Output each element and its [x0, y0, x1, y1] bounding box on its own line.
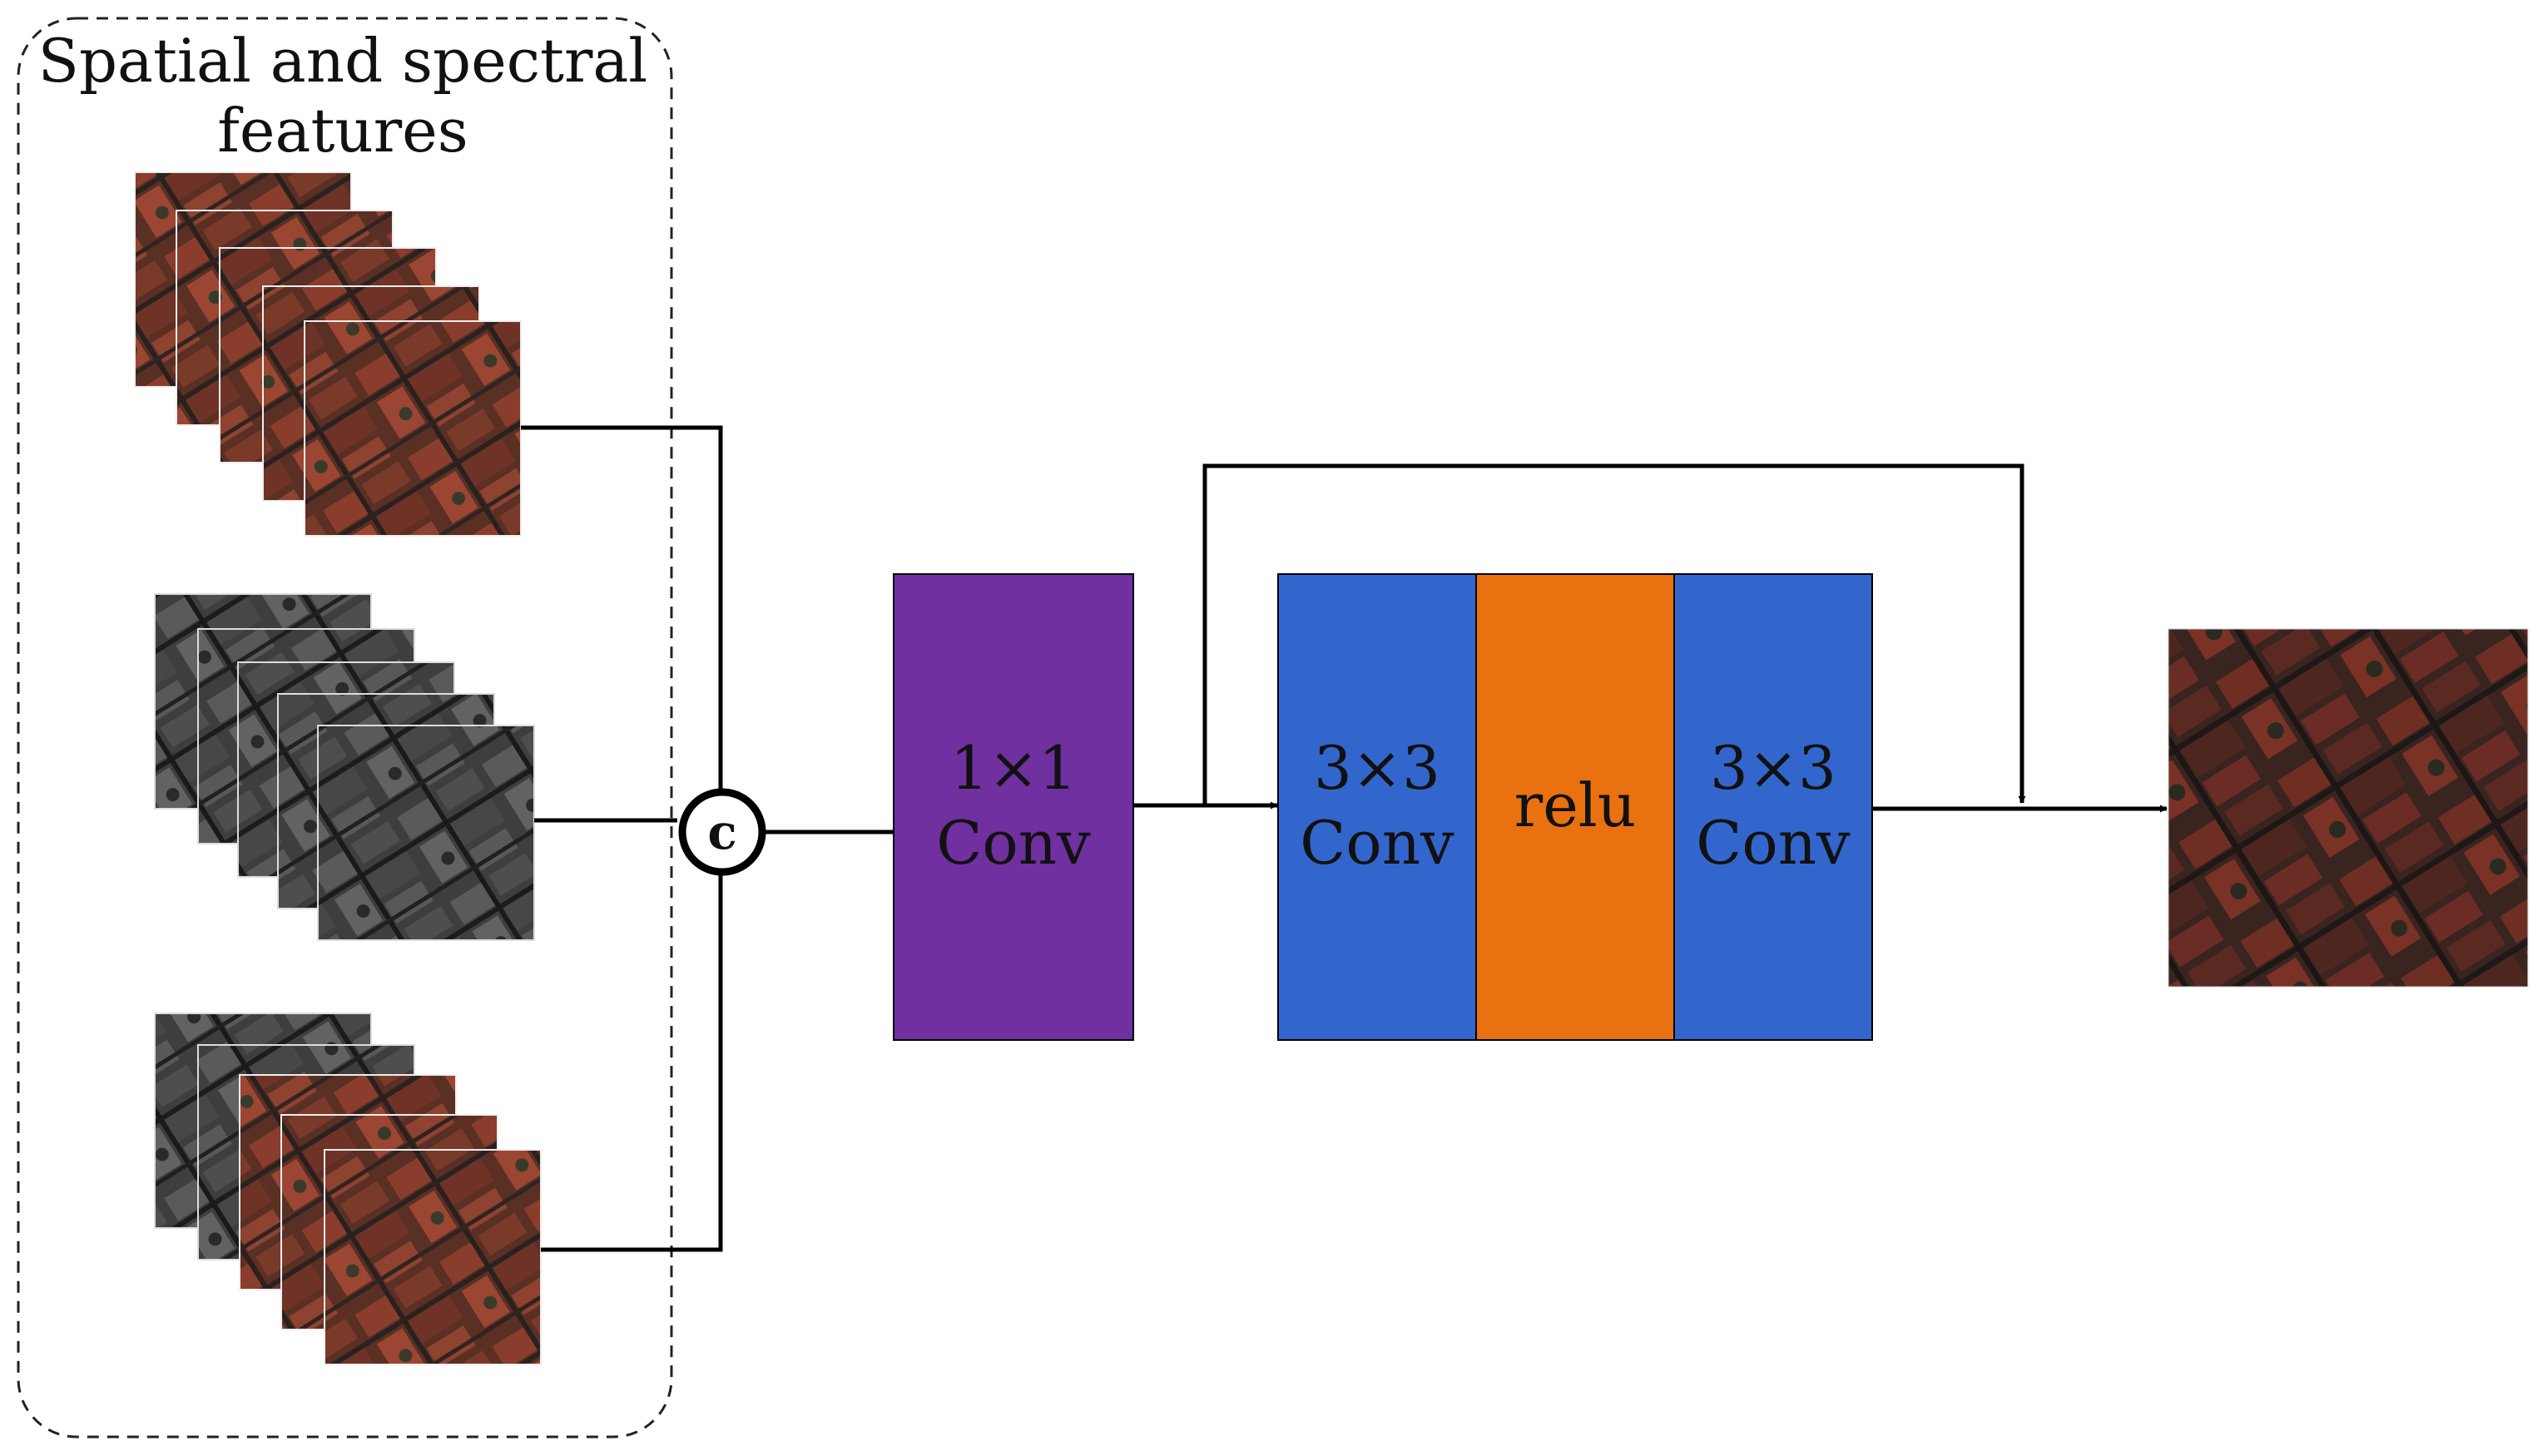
spatial-feature-stack	[154, 593, 535, 941]
conv3x3-block-second: 3×3 Conv	[1673, 573, 1873, 1041]
spectral-feature-stack	[134, 171, 522, 537]
concat-node: c	[678, 788, 766, 876]
concat-connectors	[521, 425, 723, 1252]
relu-label: relu	[1514, 770, 1636, 840]
conv3x3-second-label-line2: Conv	[1696, 808, 1851, 878]
conv3x3-block-first: 3×3 Conv	[1277, 573, 1477, 1041]
conv1x1-block: 1×1 Conv	[893, 573, 1134, 1041]
conv3x3-second-label-line1: 3×3	[1710, 733, 1836, 803]
group-title-line1: Spatial and spectral	[38, 26, 648, 96]
output-image	[2168, 628, 2529, 988]
skip-connection-line	[1202, 463, 2026, 805]
feature-group-box	[17, 17, 673, 1439]
conv3x3-first-label-line2: Conv	[1300, 808, 1454, 878]
conv3x3-first-label-line1: 3×3	[1314, 733, 1440, 803]
concat-symbol: c	[707, 804, 736, 860]
relu-block: relu	[1475, 573, 1675, 1041]
conv1x1-label-line1: 1×1	[950, 733, 1077, 803]
combined-feature-stack	[154, 1013, 542, 1365]
conv1x1-label-line2: Conv	[936, 808, 1091, 878]
group-title-line2: features	[217, 96, 468, 166]
